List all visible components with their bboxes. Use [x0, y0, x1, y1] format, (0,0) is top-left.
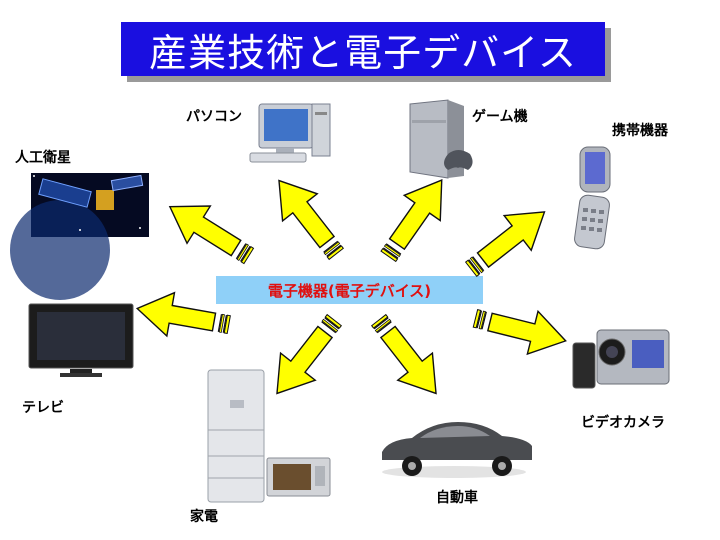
arrow-to-tv: [132, 286, 234, 347]
arrow-to-pc: [260, 166, 355, 269]
label-phone: 携帯機器: [612, 123, 668, 139]
phone-image: [574, 146, 611, 250]
label-car: 自動車: [436, 490, 478, 506]
arrow-to-camera: [469, 296, 572, 363]
label-satellite: 人工衛星: [15, 150, 71, 166]
satellite-image: [10, 173, 149, 300]
label-camera: ビデオカメラ: [581, 415, 665, 431]
tv-image: [28, 303, 134, 377]
title-banner: 産業技術と電子デバイス: [121, 22, 605, 76]
arrow-to-satellite: [157, 187, 262, 276]
label-pc: パソコン: [186, 109, 242, 125]
pc-image: [249, 103, 331, 163]
center-label-box: 電子機器(電子デバイス): [216, 276, 483, 304]
arrow-to-appliance: [258, 305, 353, 408]
arrow-to-car: [360, 305, 455, 408]
game-console-image: [409, 99, 473, 179]
car-image: [382, 422, 532, 478]
page-title: 産業技術と電子デバイス: [149, 30, 577, 75]
label-game: ゲーム機: [472, 109, 528, 125]
label-tv: テレビ: [22, 400, 64, 416]
appliance-image: [207, 369, 331, 503]
label-appliance: 家電: [190, 509, 218, 525]
center-label: 電子機器(電子デバイス): [267, 281, 432, 300]
arrow-to-phone: [456, 193, 559, 288]
video-camera-image: [572, 329, 670, 389]
arrow-to-game: [369, 166, 461, 270]
